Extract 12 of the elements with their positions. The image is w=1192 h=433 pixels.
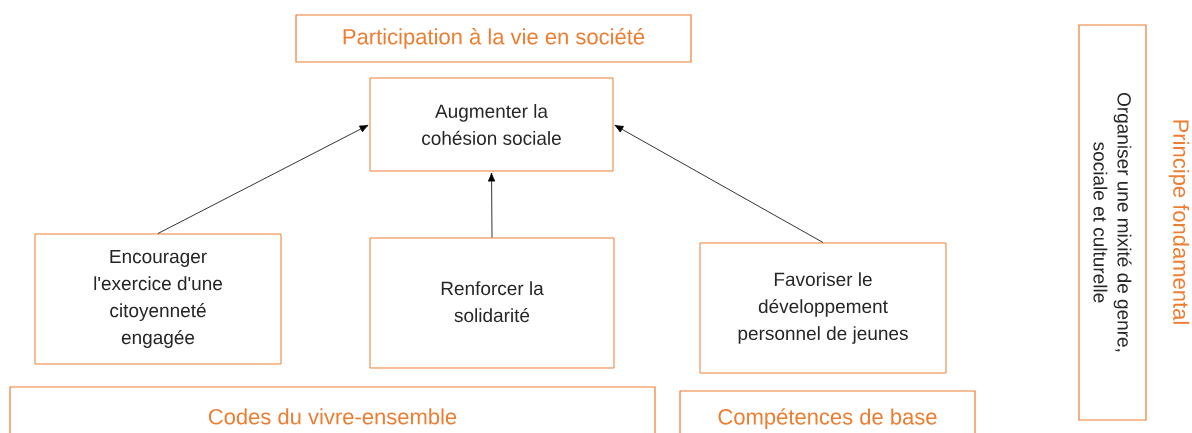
- heading-box: Codes du vivre-ensemble: [9, 386, 656, 433]
- principle-box: Organiser une mixité de genre, sociale et culturelle: [1078, 24, 1147, 421]
- process-box: Augmenter la cohésion sociale: [369, 77, 614, 172]
- side-heading: Principe fondamental: [1168, 120, 1190, 324]
- process-box: Favoriser le développement personnel de jeunes: [699, 242, 947, 374]
- arrow: [614, 124, 824, 243]
- arrow: [487, 172, 496, 238]
- heading-box: Compétences de base: [679, 390, 976, 433]
- heading-box: Participation à la vie en société: [295, 14, 692, 63]
- process-box: Encourager l'exercice d'une citoyenneté engagée: [34, 233, 282, 365]
- arrow: [157, 124, 369, 234]
- process-box: Renforcer la solidarité: [369, 237, 615, 369]
